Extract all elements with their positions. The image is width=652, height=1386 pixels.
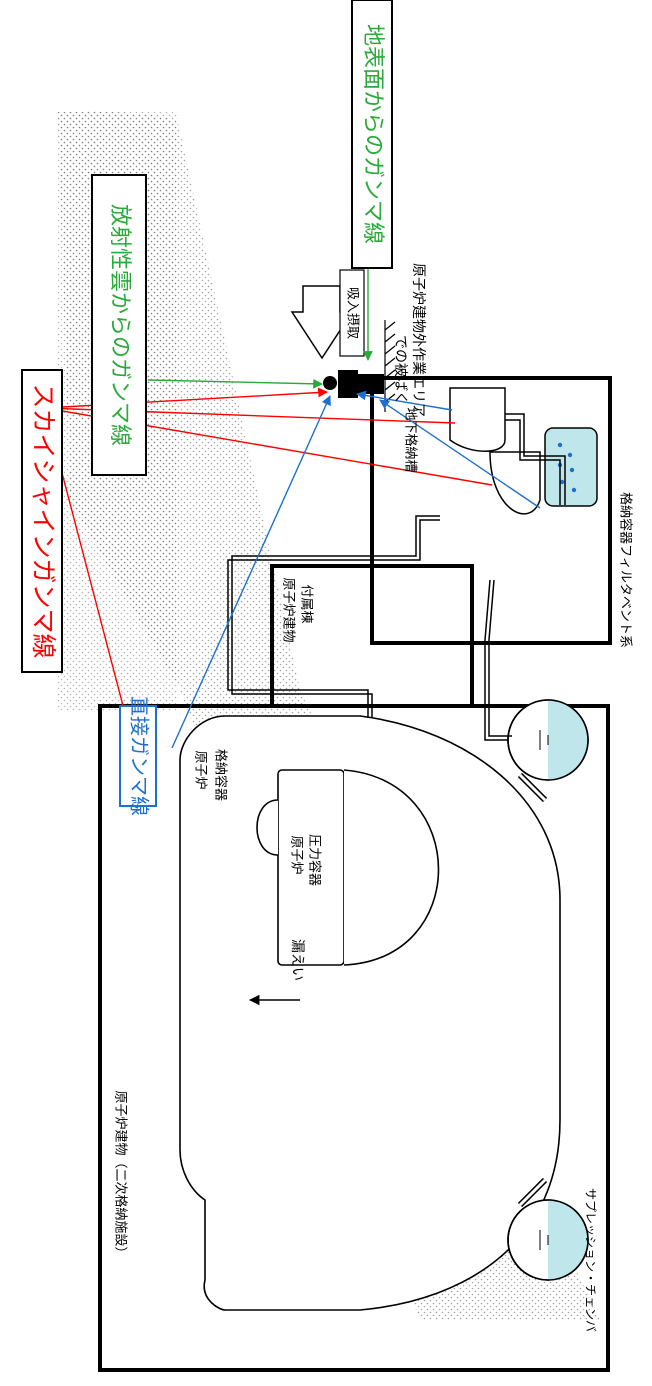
- annex-label-1: 原子炉建物: [281, 577, 296, 642]
- direct-label-box: [119, 705, 157, 807]
- pressure-vessel-label-1: 原子炉: [289, 835, 304, 874]
- bubbles: [557, 442, 577, 493]
- ground-surface: [384, 320, 396, 412]
- pressure-vessel-bottom: [343, 769, 440, 966]
- direct-label: 直接ガンマ線: [128, 696, 152, 816]
- filter-vent-label: 格納容器フィルタベント系: [618, 492, 634, 648]
- connector-lower-in: [518, 1178, 547, 1207]
- worker-exposure-label-2: での被ばく: [392, 335, 408, 405]
- skyshine-label-box: [21, 369, 63, 673]
- ground-label-box: [351, 0, 393, 269]
- plume-label-box: [91, 174, 147, 476]
- pressure-vessel-dome: [256, 799, 279, 856]
- inhalation-label: 吸入摂取: [345, 287, 361, 339]
- filter-vessel: [489, 451, 541, 515]
- vent-pipe-upper: [227, 515, 440, 718]
- skyshine-label: スカイシャインガンマ線: [29, 383, 58, 658]
- vent-pipe-lower: [484, 579, 512, 741]
- ground-label: 地表面からのガンマ線: [360, 24, 385, 244]
- annex-label-2: 付属棟: [299, 584, 314, 623]
- suppression-chamber-label: サプレッション・チェンバ: [584, 1188, 598, 1332]
- upper-tank: [449, 387, 506, 452]
- containment-label-2: 格納容器: [213, 749, 229, 801]
- pressure-vessel-label-2: 圧力容器: [307, 834, 323, 886]
- reactor-building-label: 原子炉建物（二次格納施設）: [113, 1090, 129, 1259]
- inhalation-label-box: [339, 269, 365, 357]
- worker-icon: [323, 370, 384, 398]
- containment-label-1: 原子炉: [193, 750, 208, 789]
- green-rays: [147, 265, 373, 389]
- worker-exposure-label-1: 原子炉建物外作業エリア: [410, 263, 426, 417]
- suppression-water-upper: [548, 700, 588, 780]
- suppression-chamber-lower-outline: [507, 1199, 589, 1281]
- underground-tank-label: 地下格納槽: [403, 407, 419, 472]
- containment-vessel: [179, 715, 561, 1311]
- connector-upper-in: [518, 773, 547, 802]
- leak-label: 漏えい: [289, 939, 305, 981]
- plume-label: 放射性雲からのガンマ線: [107, 204, 132, 446]
- suppression-water-lower: [548, 1200, 588, 1280]
- tank-piping: [505, 413, 566, 505]
- filter-water: [544, 427, 598, 507]
- underground-tank-box: [370, 376, 612, 645]
- direct-rays: [171, 390, 541, 749]
